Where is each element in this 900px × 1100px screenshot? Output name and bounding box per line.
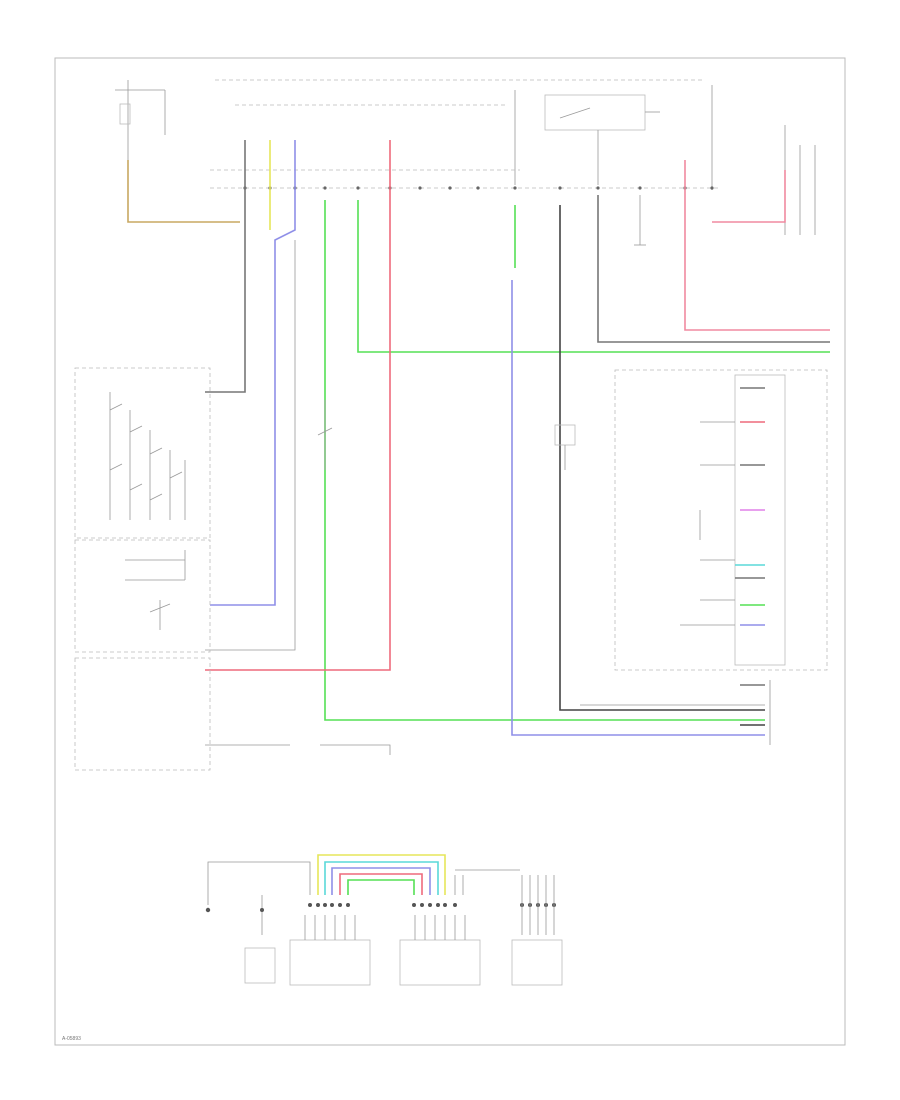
right-module-inner — [734, 374, 786, 666]
diagram-frame — [54, 57, 846, 1046]
wire-green-right — [357, 200, 830, 353]
switch-group-lower — [74, 657, 211, 771]
fuse-block-left — [115, 80, 166, 160]
wire-pink-top — [712, 170, 786, 223]
wire-green-left — [324, 200, 765, 721]
right-module-outline — [614, 369, 828, 671]
wire-gray-left — [205, 140, 246, 393]
center-relay-right — [554, 424, 576, 470]
wire-blue-right — [511, 280, 765, 736]
wire-black-center — [559, 205, 765, 711]
wire-lightgray — [205, 240, 296, 651]
top-bus-dashed — [215, 79, 705, 106]
wire-gray-right — [597, 195, 830, 343]
switch-group-upper — [74, 367, 211, 539]
wire-pink — [684, 160, 830, 331]
bottom-thin-harness — [207, 861, 520, 935]
center-relay-left — [317, 400, 333, 470]
wire-red — [205, 140, 391, 671]
ground-symbol — [634, 195, 646, 246]
wire-blue-left — [210, 140, 296, 606]
bottom-component-boxes — [244, 915, 563, 986]
bus-pin-markers — [243, 186, 714, 190]
wire-tan — [127, 160, 240, 223]
wire-bottom-left-2 — [320, 744, 391, 755]
footer-code: A-05893 — [62, 1036, 81, 1042]
right-module-wires — [680, 387, 765, 626]
bottom-connector-pins — [205, 903, 556, 913]
switch-group-middle — [74, 539, 211, 653]
bottom-colored-harness — [317, 854, 446, 895]
relay-box — [514, 90, 660, 185]
switch-contacts — [109, 392, 186, 630]
bottom-right-connectors — [521, 875, 555, 935]
right-top-bracket — [711, 85, 816, 235]
right-lower-terminals — [580, 680, 771, 745]
